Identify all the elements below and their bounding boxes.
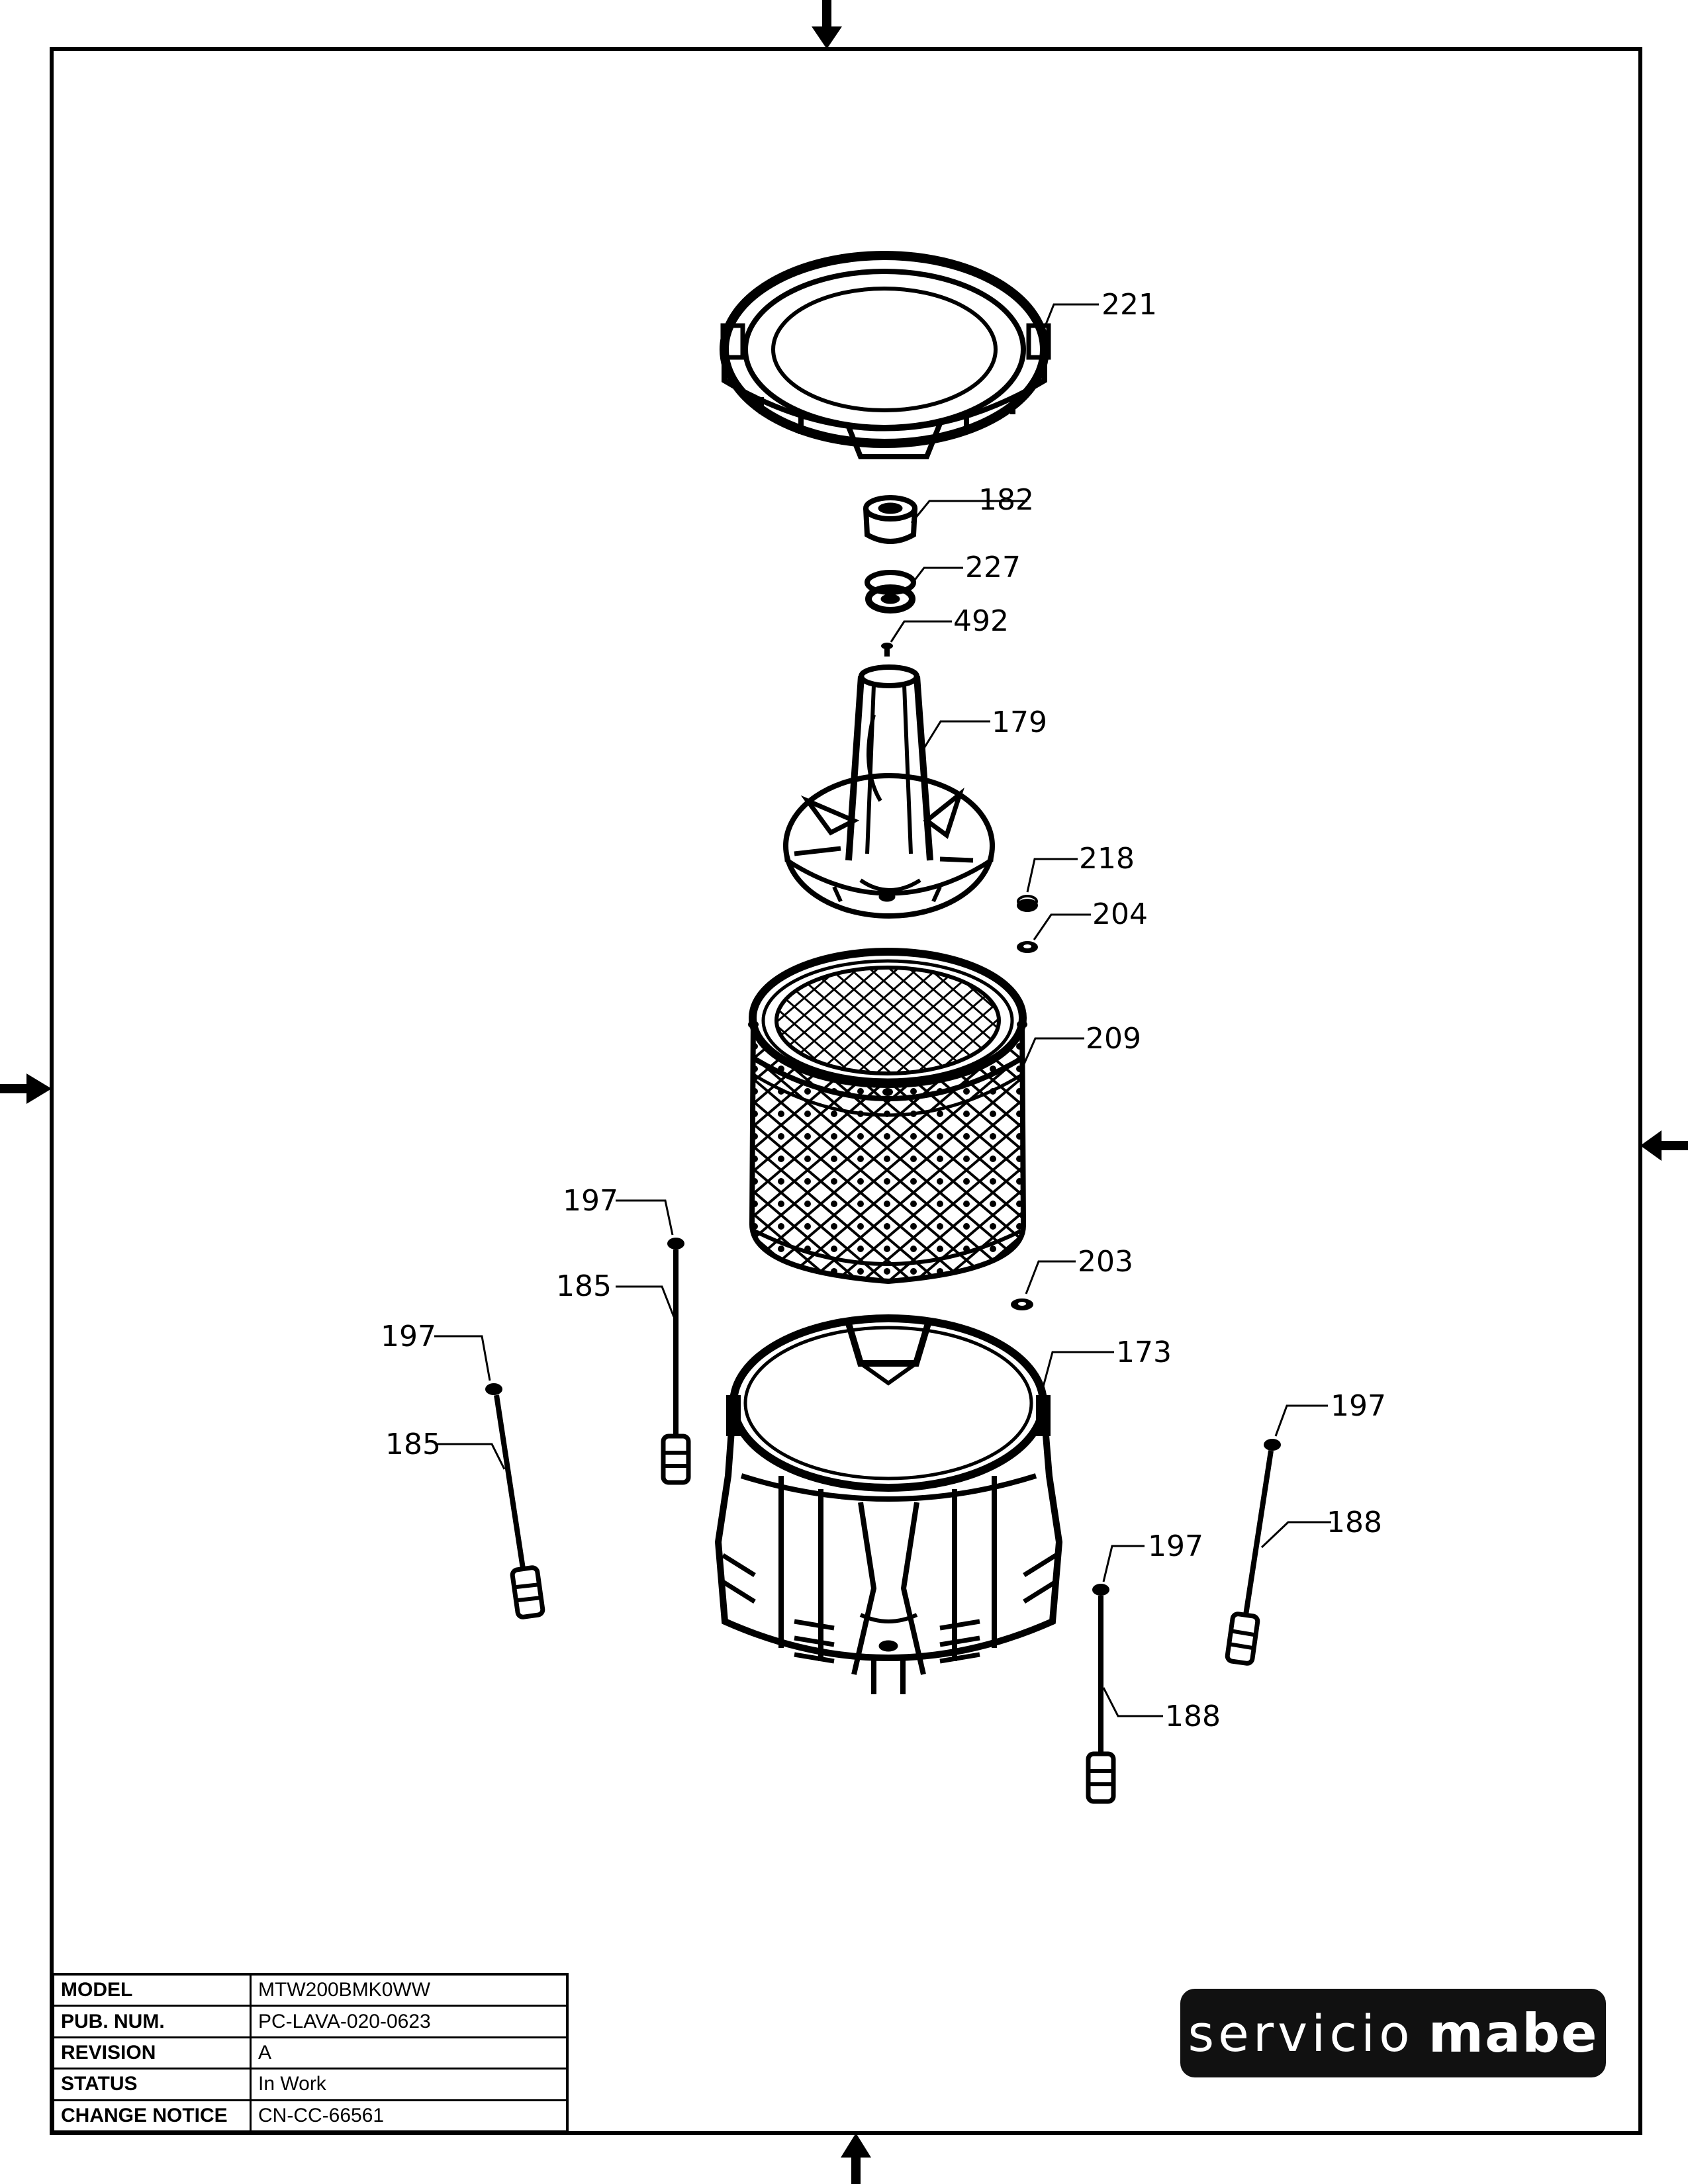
title-row-model: MODEL MTW200BMK0WW (52, 1973, 569, 2007)
callout-221: 221 (1102, 288, 1157, 322)
inner-basket-part (748, 948, 1027, 1285)
callout-179: 179 (992, 705, 1047, 739)
status-value: In Work (250, 2068, 569, 2101)
callout-173: 173 (1116, 1336, 1172, 1369)
sheet-border (50, 47, 1642, 2135)
nut-part (1017, 895, 1038, 912)
pub-num-value: PC-LAVA-020-0623 (250, 2005, 569, 2038)
callout-492: 492 (953, 604, 1009, 638)
washer-part-lower (1011, 1298, 1033, 1310)
model-value: MTW200BMK0WW (250, 1973, 569, 2007)
revision-label: REVISION (52, 2036, 252, 2070)
logo-word-servicio: servicio (1188, 2003, 1414, 2063)
centering-arrow-right (1640, 1130, 1688, 1161)
servicio-mabe-logo: servicio mabe (1180, 1989, 1606, 2077)
title-row-status: STATUS In Work (52, 2068, 569, 2101)
outer-tub-part (714, 1314, 1063, 1694)
callout-197-left: 197 (381, 1320, 436, 1353)
suspension-rod-185-upper (661, 1238, 691, 1485)
title-row-revision: REVISION A (52, 2036, 569, 2070)
callout-197-center: 197 (1148, 1529, 1203, 1563)
balance-ring-part (720, 251, 1051, 459)
title-block: MODEL MTW200BMK0WW PUB. NUM. PC-LAVA-020… (52, 1973, 569, 2133)
change-notice-value: CN-CC-66561 (250, 2099, 569, 2133)
washer-part (1017, 941, 1038, 953)
callout-197-upper: 197 (563, 1184, 618, 1218)
suspension-rod-188-center (1086, 1584, 1116, 1804)
agitator-part (783, 664, 995, 919)
callout-188-center: 188 (1165, 1700, 1221, 1733)
title-row-change-notice: CHANGE NOTICE CN-CC-66561 (52, 2099, 569, 2133)
revision-value: A (250, 2036, 569, 2070)
suspension-rod-188-right (1225, 1439, 1281, 1666)
callout-188-right: 188 (1327, 1506, 1382, 1539)
callout-209: 209 (1086, 1022, 1141, 1056)
callout-182: 182 (978, 483, 1034, 517)
callout-203: 203 (1078, 1245, 1133, 1279)
callout-204: 204 (1092, 897, 1148, 931)
centering-arrow-bottom (841, 2133, 871, 2184)
title-row-pub-num: PUB. NUM. PC-LAVA-020-0623 (52, 2005, 569, 2038)
centering-arrow-top (812, 0, 842, 49)
screw-part (881, 643, 893, 657)
pub-num-label: PUB. NUM. (52, 2005, 252, 2038)
callout-197-right: 197 (1331, 1389, 1386, 1423)
seal-part (865, 570, 916, 614)
centering-arrow-left (0, 1073, 52, 1104)
callout-218: 218 (1079, 842, 1135, 876)
callout-227: 227 (965, 551, 1021, 584)
model-label: MODEL (52, 1973, 252, 2007)
change-notice-label: CHANGE NOTICE (52, 2099, 252, 2133)
callout-185-upper: 185 (556, 1269, 612, 1303)
callout-185-lower: 185 (385, 1428, 441, 1461)
bushing-part (863, 495, 917, 544)
callout-leaders (434, 303, 1331, 1717)
status-label: STATUS (52, 2068, 252, 2101)
suspension-rod-185-lower (485, 1383, 545, 1619)
logo-word-mabe: mabe (1428, 2002, 1599, 2064)
